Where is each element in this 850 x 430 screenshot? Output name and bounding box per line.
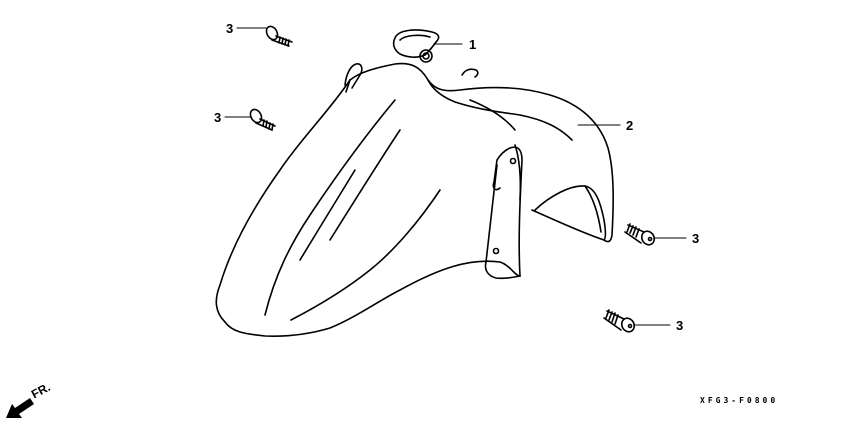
drawing-code: XFG3-F0800: [700, 396, 779, 405]
grommet-part: [392, 29, 463, 63]
bolt-part: [603, 309, 671, 333]
callout-3-right-upper: 3: [692, 231, 700, 246]
arrow-front-icon: [6, 398, 34, 418]
callout-1: 1: [469, 37, 477, 52]
front-fender-part: [215, 62, 621, 337]
callout-3-upper-left: 3: [226, 21, 234, 36]
bolt-part: [224, 108, 276, 131]
callout-3-mid-left: 3: [214, 110, 222, 125]
bolt-part: [624, 223, 687, 246]
callout-3-right-lower: 3: [676, 318, 684, 333]
bolt-part: [236, 25, 293, 47]
callout-2: 2: [626, 118, 634, 133]
